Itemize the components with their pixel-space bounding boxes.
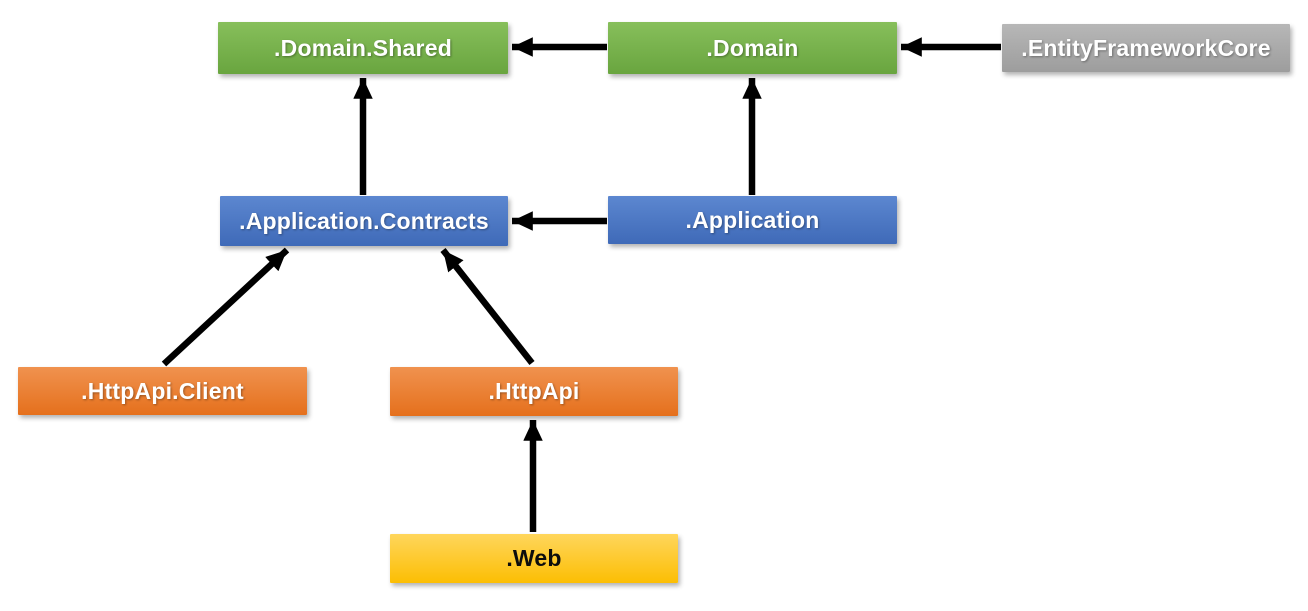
node-entityframeworkcore: .EntityFrameworkCore <box>1002 24 1290 72</box>
node-domain-shared: .Domain.Shared <box>218 22 508 74</box>
arrow-httpapi-client-to-application-contracts <box>161 247 290 367</box>
node-application: .Application <box>608 196 897 244</box>
node-domain: .Domain <box>608 22 897 74</box>
node-httpapi: .HttpApi <box>390 367 678 416</box>
node-web: .Web <box>390 534 678 583</box>
node-httpapi-client: .HttpApi.Client <box>18 367 307 415</box>
node-application-contracts: .Application.Contracts <box>220 196 508 246</box>
arrow-httpapi-to-application-contracts <box>440 247 535 366</box>
